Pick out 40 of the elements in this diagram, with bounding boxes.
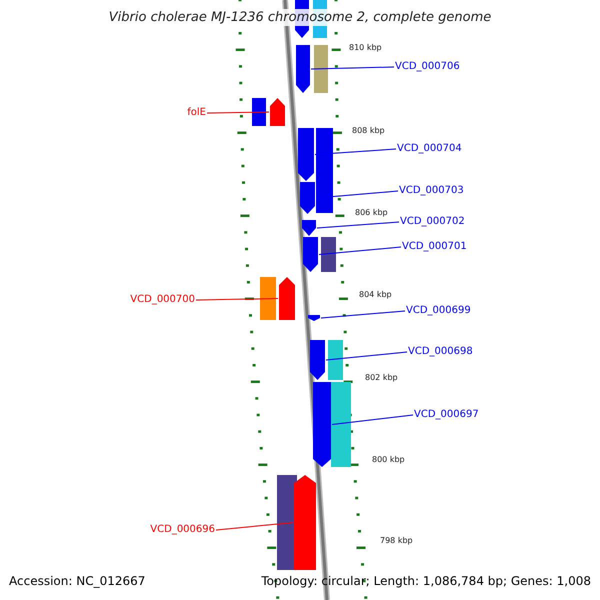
gene-feature (313, 382, 331, 467)
gene-label: VCD_000698 (408, 346, 473, 358)
leader-line (316, 222, 400, 228)
gene-label: VCD_000702 (400, 216, 465, 228)
gene-label: VCD_000706 (395, 61, 460, 73)
gene-feature (310, 340, 325, 380)
gene-feature (296, 45, 310, 93)
leader-line (332, 414, 414, 425)
leader-line (314, 148, 396, 155)
gene-feature (294, 475, 316, 570)
leader-line (316, 190, 398, 198)
gene-label: folE (187, 107, 206, 119)
genome-info-text: Topology: circular; Length: 1,086,784 bp; Genes: 1,008 (261, 574, 591, 588)
gene-label: VCD_000699 (406, 305, 471, 317)
gene-label: VCD_000696 (150, 524, 215, 536)
gene-label: VCD_000697 (414, 409, 479, 421)
gene-feature (302, 220, 316, 236)
leader-line (216, 522, 294, 530)
gene-label: VCD_000704 (397, 143, 462, 155)
scale-label: 808 kbp (352, 126, 385, 136)
leader-line (326, 352, 408, 360)
leader-line (206, 112, 270, 114)
gene-feature (308, 315, 320, 321)
gene-feature (298, 128, 314, 181)
scale-label: 802 kbp (365, 373, 398, 383)
scale-label: 798 kbp (380, 536, 413, 546)
gene-label: VCD_000701 (402, 241, 467, 253)
leader-line (196, 298, 278, 300)
scale-label: 804 kbp (359, 290, 392, 300)
scale-label: 806 kbp (355, 208, 388, 218)
leader-line (320, 310, 406, 318)
leader-line (310, 66, 394, 70)
gene-feature (270, 98, 285, 126)
scale-label: 800 kbp (372, 455, 405, 465)
gene-label: VCD_000700 (130, 294, 195, 306)
gene-label: VCD_000703 (399, 185, 464, 197)
scale-label: 810 kbp (349, 43, 382, 53)
gene-feature (279, 277, 295, 320)
leader-line (318, 246, 402, 255)
accession-text: Accession: NC_012667 (9, 574, 146, 588)
